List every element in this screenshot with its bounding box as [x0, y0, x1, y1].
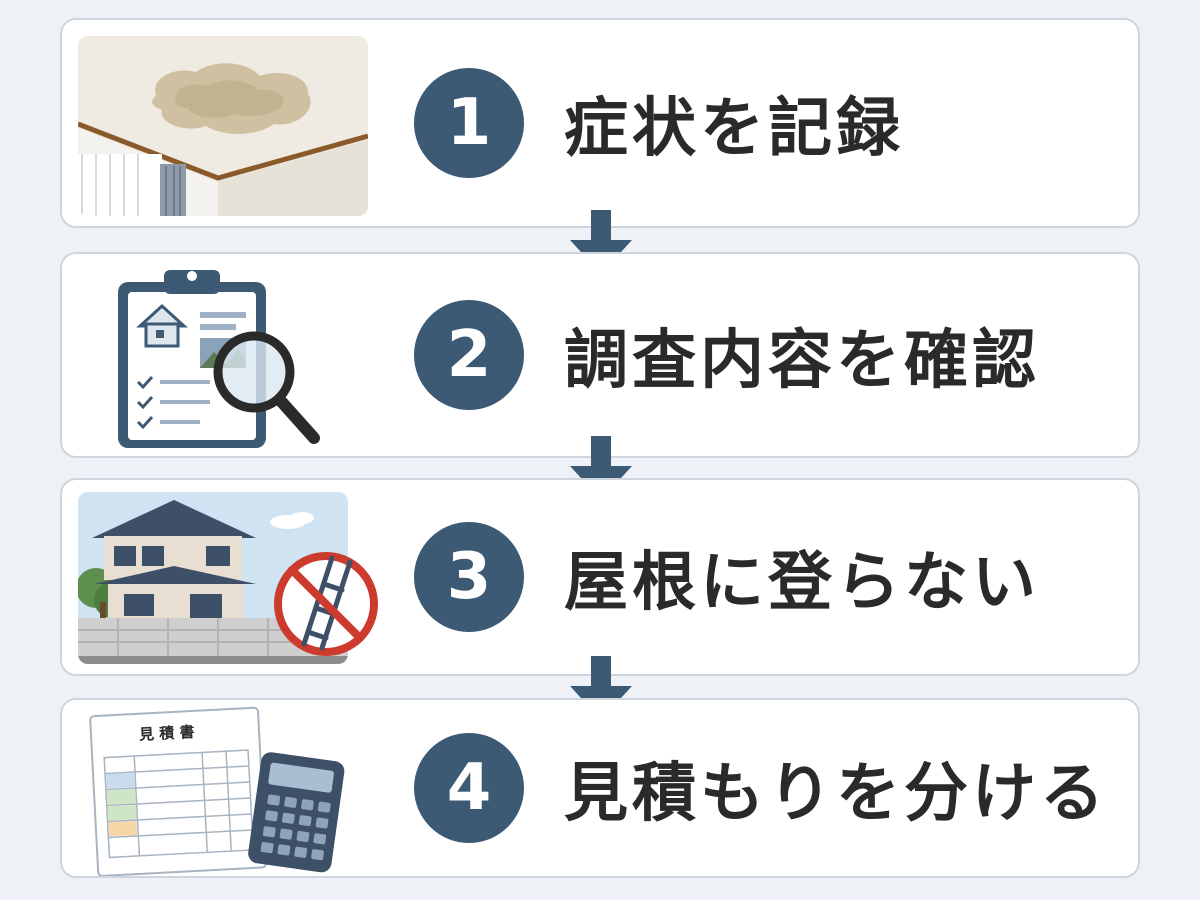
step-number: 4 — [446, 751, 492, 825]
step-number-badge: 3 — [414, 522, 524, 632]
step-number: 2 — [446, 318, 492, 392]
step-title: 調査内容を確認 — [564, 324, 1040, 398]
step-title: 見積もりを分ける — [564, 757, 1108, 831]
step-title: 屋根に登らない — [564, 546, 1040, 620]
step-card-3: 3 屋根に登らない — [60, 478, 1140, 676]
ceiling-water-stain-photo-icon — [78, 36, 368, 216]
clipboard-magnifier-icon — [118, 270, 320, 448]
step-title: 症状を記録 — [564, 92, 904, 166]
step-number: 3 — [446, 540, 492, 614]
estimate-doc-heading: 見 積 書 — [138, 723, 195, 744]
step-number: 1 — [446, 86, 492, 160]
step-number-badge: 2 — [414, 300, 524, 410]
step-card-1: 1 症状を記録 — [60, 18, 1140, 228]
step-number-badge: 1 — [414, 68, 524, 178]
house-no-ladder-icon — [78, 492, 378, 664]
step-card-2: 2 調査内容を確認 — [60, 252, 1140, 458]
step-card-4: 見 積 書 4 見積もりを分ける — [60, 698, 1140, 878]
estimate-calculator-icon: 見 積 書 — [89, 706, 345, 876]
step-number-badge: 4 — [414, 733, 524, 843]
